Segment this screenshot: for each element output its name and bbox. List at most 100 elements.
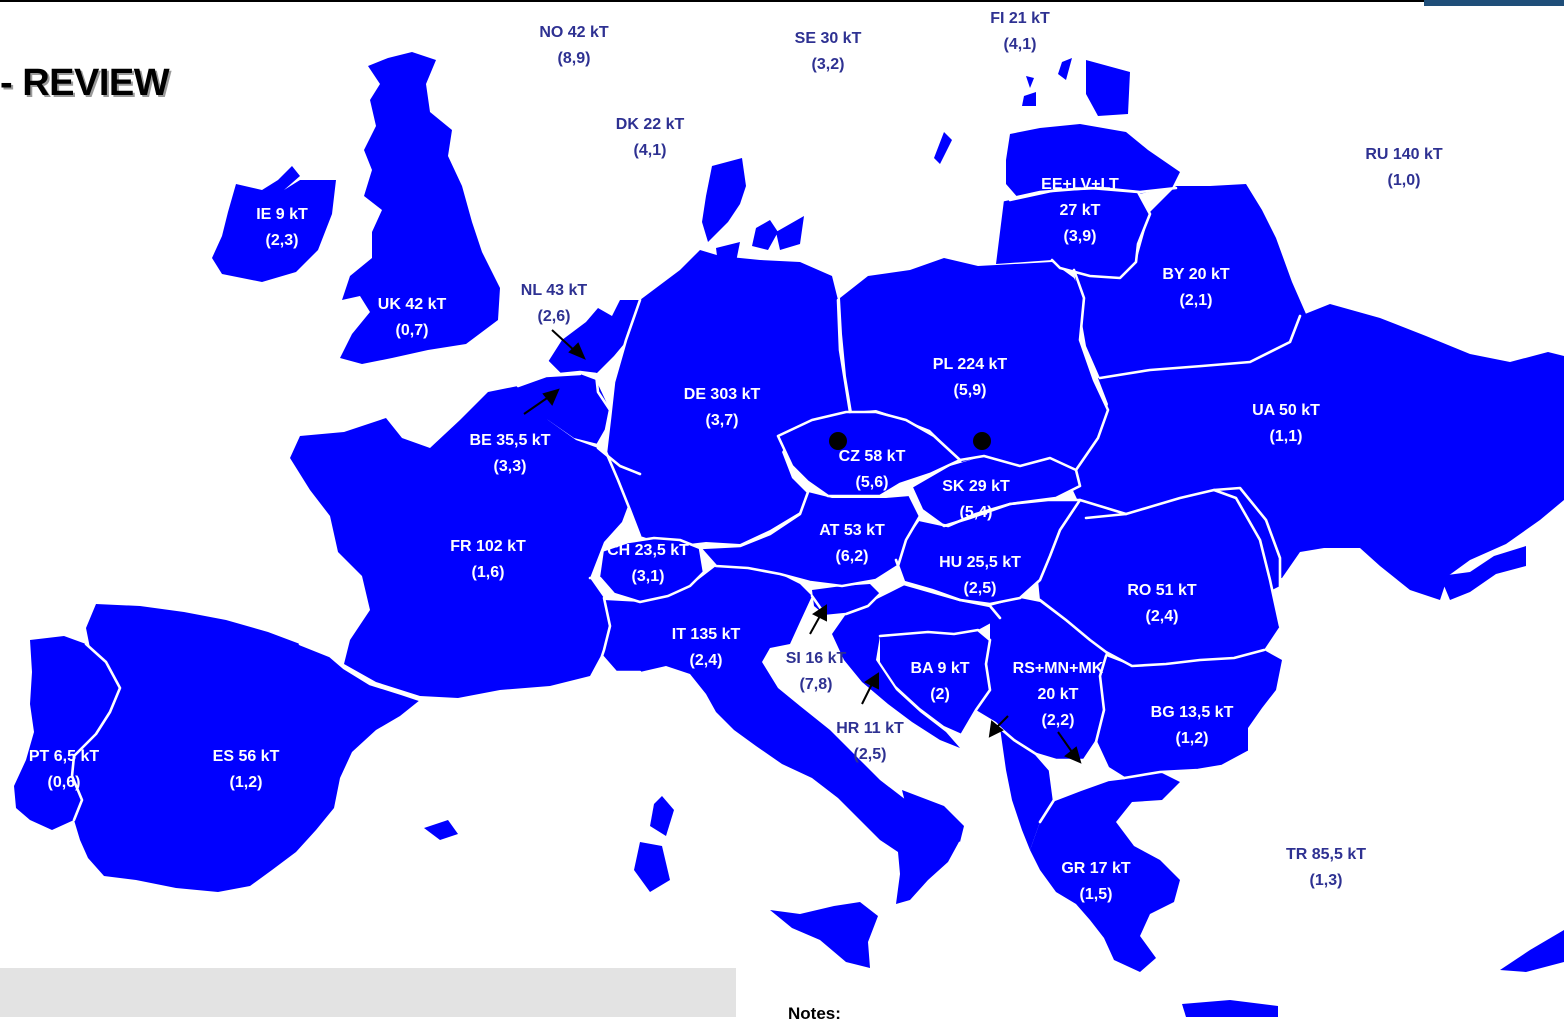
label-pt-name: PT 6,5 kT (28, 748, 100, 765)
region-by (1074, 184, 1306, 378)
region-uk (340, 52, 500, 364)
region-gr (1030, 772, 1180, 972)
border-ro (1078, 488, 1282, 628)
border-hr-n (874, 582, 1002, 620)
arrowhead-rs (1064, 746, 1082, 764)
arrowhead-hr (864, 672, 879, 690)
label-ie: IE 9 kT (2,3) (256, 202, 308, 254)
border-pt-es (70, 642, 122, 822)
region-sk (912, 456, 1080, 526)
label-se-ratio: (3,2) (811, 56, 845, 73)
label-dk: DK 22 kT (4,1) (616, 112, 684, 164)
region-sardinia (634, 842, 670, 892)
label-at-ratio: (6,2) (835, 548, 869, 565)
label-baltic-ratio: (3,9) (1063, 228, 1097, 245)
label-ie-ratio: (2,3) (265, 232, 299, 249)
region-si (812, 584, 880, 616)
region-ch (600, 538, 704, 602)
region-corsica (650, 796, 674, 836)
border-baltic-n (1008, 186, 1178, 202)
label-fi-ratio: (4,1) (1003, 36, 1037, 53)
border-ro-s (1038, 598, 1266, 668)
label-fr-name: FR 102 kT (450, 538, 526, 555)
label-de-name: DE 303 kT (683, 386, 761, 403)
label-no-name: NO 42 kT (539, 24, 609, 41)
region-heel (902, 790, 964, 842)
top-rule (0, 0, 1564, 2)
region-es (72, 604, 420, 892)
label-gr: GR 17 kT (1,5) (1061, 856, 1130, 908)
region-nl (548, 300, 648, 374)
region-dk (702, 158, 746, 242)
label-tr: TR 85,5 kT (1,3) (1286, 842, 1366, 894)
label-fi: FI 21 kT (4,1) (990, 6, 1050, 58)
label-es: ES 56 kT (1,2) (213, 744, 280, 796)
region-be (518, 374, 610, 444)
label-nl-name: NL 43 kT (520, 282, 588, 299)
label-bg-ratio: (1,2) (1175, 730, 1209, 747)
arrow-hr (861, 683, 873, 705)
border-nl-be (546, 360, 612, 446)
page-title: - REVIEW (0, 62, 170, 104)
region-tr-edge (1500, 930, 1564, 972)
label-si: SI 16 kT (7,8) (786, 646, 846, 698)
label-uk-ratio: (0,7) (395, 322, 429, 339)
arrow-nl (551, 329, 577, 353)
label-rs-amount: 20 kT (1037, 686, 1079, 703)
label-pl-name: PL 224 kT (932, 356, 1008, 373)
label-baltic-name: EE+LV+LT (1041, 176, 1119, 193)
border-rs-s (998, 726, 1098, 762)
border-fr-es (298, 642, 422, 702)
label-nl: NL 43 kT (2,6) (521, 278, 587, 330)
border-at (698, 490, 922, 588)
label-bg-name: BG 13,5 kT (1150, 704, 1234, 721)
region-pl (840, 258, 1108, 470)
label-uk-name: UK 42 kT (377, 296, 447, 313)
label-dk-ratio: (4,1) (633, 142, 667, 159)
region-fi-isl (934, 58, 1130, 164)
region-sicily (770, 902, 878, 968)
label-no: NO 42 kT (8,9) (539, 20, 608, 72)
label-fi-name: FI 21 kT (990, 10, 1050, 27)
region-nl-isl (590, 322, 598, 340)
label-ua: UA 50 kT (1,1) (1252, 398, 1320, 450)
label-hr-ratio: (2,5) (853, 746, 887, 763)
label-cz: CZ 58 kT (5,6) (839, 444, 906, 496)
label-ua-name: UA 50 kT (1252, 402, 1320, 419)
label-ba-ratio: (2) (930, 686, 950, 703)
border-fr-it (600, 596, 642, 674)
label-rs: RS+MN+MK 20 kT (2,2) (1013, 656, 1104, 734)
label-pt-ratio: (0,6) (47, 774, 81, 791)
border-be-fr (516, 372, 582, 388)
label-ro-ratio: (2,4) (1145, 608, 1179, 625)
border-by-ua (1098, 314, 1302, 380)
arrow-rs (1057, 731, 1073, 753)
label-pt: PT 6,5 kT (0,6) (29, 744, 99, 796)
label-fr: FR 102 kT (1,6) (450, 534, 526, 586)
border-fr-de (596, 446, 642, 476)
label-si-name: SI 16 kT (785, 650, 847, 667)
region-at (700, 492, 920, 586)
label-cz-name: CZ 58 kT (838, 448, 906, 465)
border-de-pl (836, 298, 852, 414)
border-de-w (604, 298, 642, 538)
border-ch (588, 536, 706, 604)
notes-label: Notes: (788, 1004, 841, 1023)
region-crimea (1440, 546, 1526, 600)
label-ru-name: RU 140 kT (1365, 146, 1443, 163)
arrow-si (809, 615, 821, 635)
border-rs-bg (1094, 654, 1126, 780)
border-pl-by (1072, 268, 1110, 472)
label-tr-ratio: (1,3) (1309, 872, 1343, 889)
label-de: DE 303 kT (3,7) (684, 382, 760, 434)
label-gr-ratio: (1,5) (1079, 886, 1113, 903)
label-bg: BG 13,5 kT (1,2) (1151, 700, 1234, 752)
region-baleares (424, 820, 458, 840)
label-it-ratio: (2,4) (689, 652, 723, 669)
label-ch-name: CH 23,5 kT (607, 542, 689, 559)
region-ro (1038, 490, 1280, 666)
label-ro-name: RO 51 kT (1127, 582, 1197, 599)
border-md (1212, 486, 1282, 588)
label-cz-ratio: (5,6) (855, 474, 889, 491)
